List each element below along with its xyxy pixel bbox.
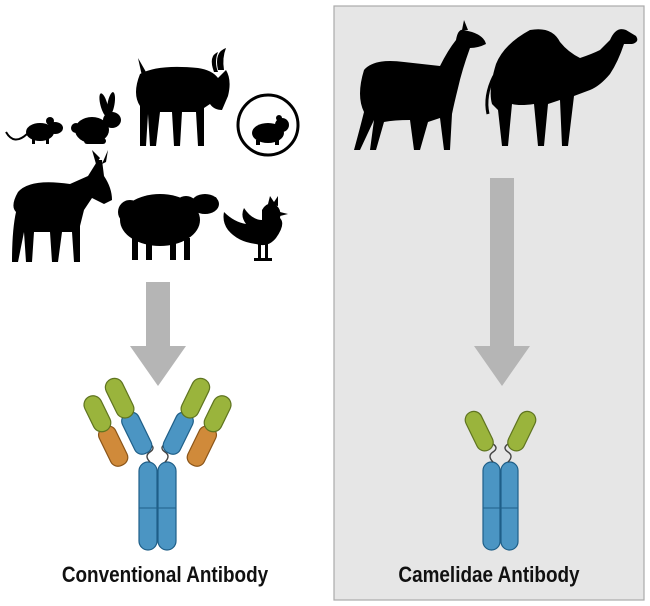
rooster-icon bbox=[223, 196, 288, 261]
vhh-variable-right bbox=[507, 410, 537, 452]
donkey-icon bbox=[12, 150, 112, 262]
mouse-icon bbox=[5, 117, 63, 144]
camel-icon bbox=[485, 29, 638, 146]
conventional-antibody-label: Conventional Antibody bbox=[61, 562, 269, 587]
vhh-variable-left bbox=[464, 410, 494, 452]
heavy-chain-left bbox=[138, 461, 158, 551]
heavy-variable-left bbox=[104, 377, 135, 419]
heavy-chain-right bbox=[157, 461, 177, 551]
heavy-chain-left bbox=[482, 461, 501, 551]
light-variable-right bbox=[203, 395, 232, 433]
right-arrow bbox=[474, 178, 530, 386]
left-arrow bbox=[130, 282, 186, 386]
hamster-icon bbox=[236, 93, 300, 157]
llama-icon bbox=[354, 20, 486, 150]
heavy-chain-right bbox=[500, 461, 519, 551]
goat-icon bbox=[136, 48, 230, 146]
camelidae-antibody bbox=[464, 410, 537, 551]
light-variable-left bbox=[83, 395, 112, 433]
conventional-antibody bbox=[83, 377, 232, 551]
sheep-icon bbox=[118, 194, 219, 260]
rabbit-icon bbox=[71, 92, 121, 144]
camelidae-antibody-label: Camelidae Antibody bbox=[398, 562, 580, 587]
heavy-variable-right bbox=[180, 377, 211, 419]
